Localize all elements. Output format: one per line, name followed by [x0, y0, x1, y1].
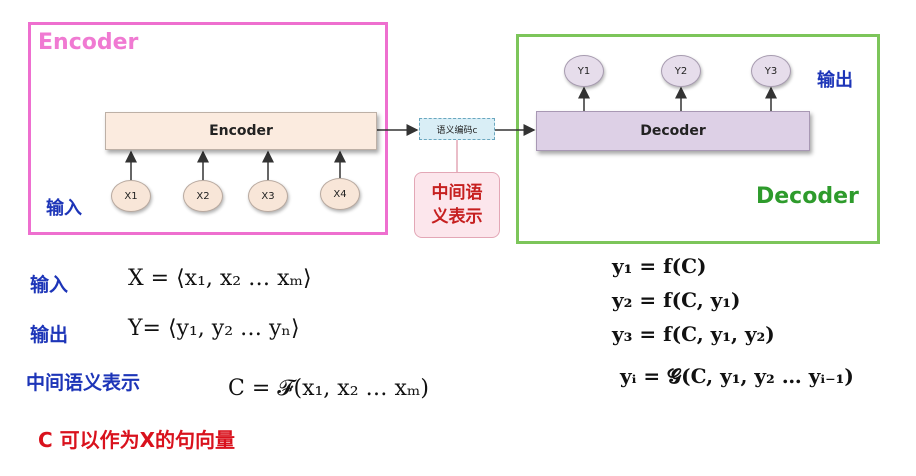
- formula-input-label: 输入: [30, 274, 69, 296]
- context-vector-box: 语义编码c: [419, 118, 495, 140]
- input-node-x4: X4: [320, 178, 360, 210]
- output-node-y3: Y3: [751, 55, 791, 87]
- input-node-x3: X3: [248, 180, 288, 212]
- encoder-block: Encoder: [105, 112, 377, 150]
- output-node-y2: Y2: [661, 55, 701, 87]
- decoder-block: Decoder: [536, 111, 810, 151]
- context-callout: 中间语 义表示: [414, 172, 500, 238]
- input-node-x1: X1: [111, 180, 151, 212]
- formula-output-expr: Y= ⟨y₁, y₂ … yₙ⟩: [128, 316, 300, 341]
- decoder-formula-i: yᵢ = 𝓖(C, y₁, y₂ … yᵢ₋₁): [620, 364, 854, 388]
- formula-context-expr: C = 𝓕(x₁, x₂ … xₘ): [228, 376, 429, 401]
- decoder-frame: [516, 34, 880, 244]
- decoder-frame-title: Decoder: [756, 184, 859, 209]
- encoder-frame: [28, 22, 388, 235]
- decoder-formula-3: y₃ = f(C, y₁, y₂): [612, 322, 775, 346]
- context-callout-line1: 中间语: [431, 183, 483, 203]
- formula-input-expr: X = ⟨x₁, x₂ … xₘ⟩: [128, 266, 312, 291]
- formula-context-label: 中间语义表示: [26, 372, 141, 394]
- formula-output-label: 输出: [30, 324, 69, 346]
- output-node-y1: Y1: [564, 55, 604, 87]
- encoder-frame-title: Encoder: [38, 30, 139, 55]
- decoder-formula-1: y₁ = f(C): [612, 254, 707, 278]
- input-label: 输入: [46, 198, 82, 219]
- input-node-x2: X2: [183, 180, 223, 212]
- decoder-formula-2: y₂ = f(C, y₁): [612, 288, 741, 312]
- output-label: 输出: [817, 70, 853, 91]
- sentence-vector-note: C 可以作为X的句向量: [38, 428, 236, 452]
- context-callout-line2: 义表示: [431, 207, 483, 227]
